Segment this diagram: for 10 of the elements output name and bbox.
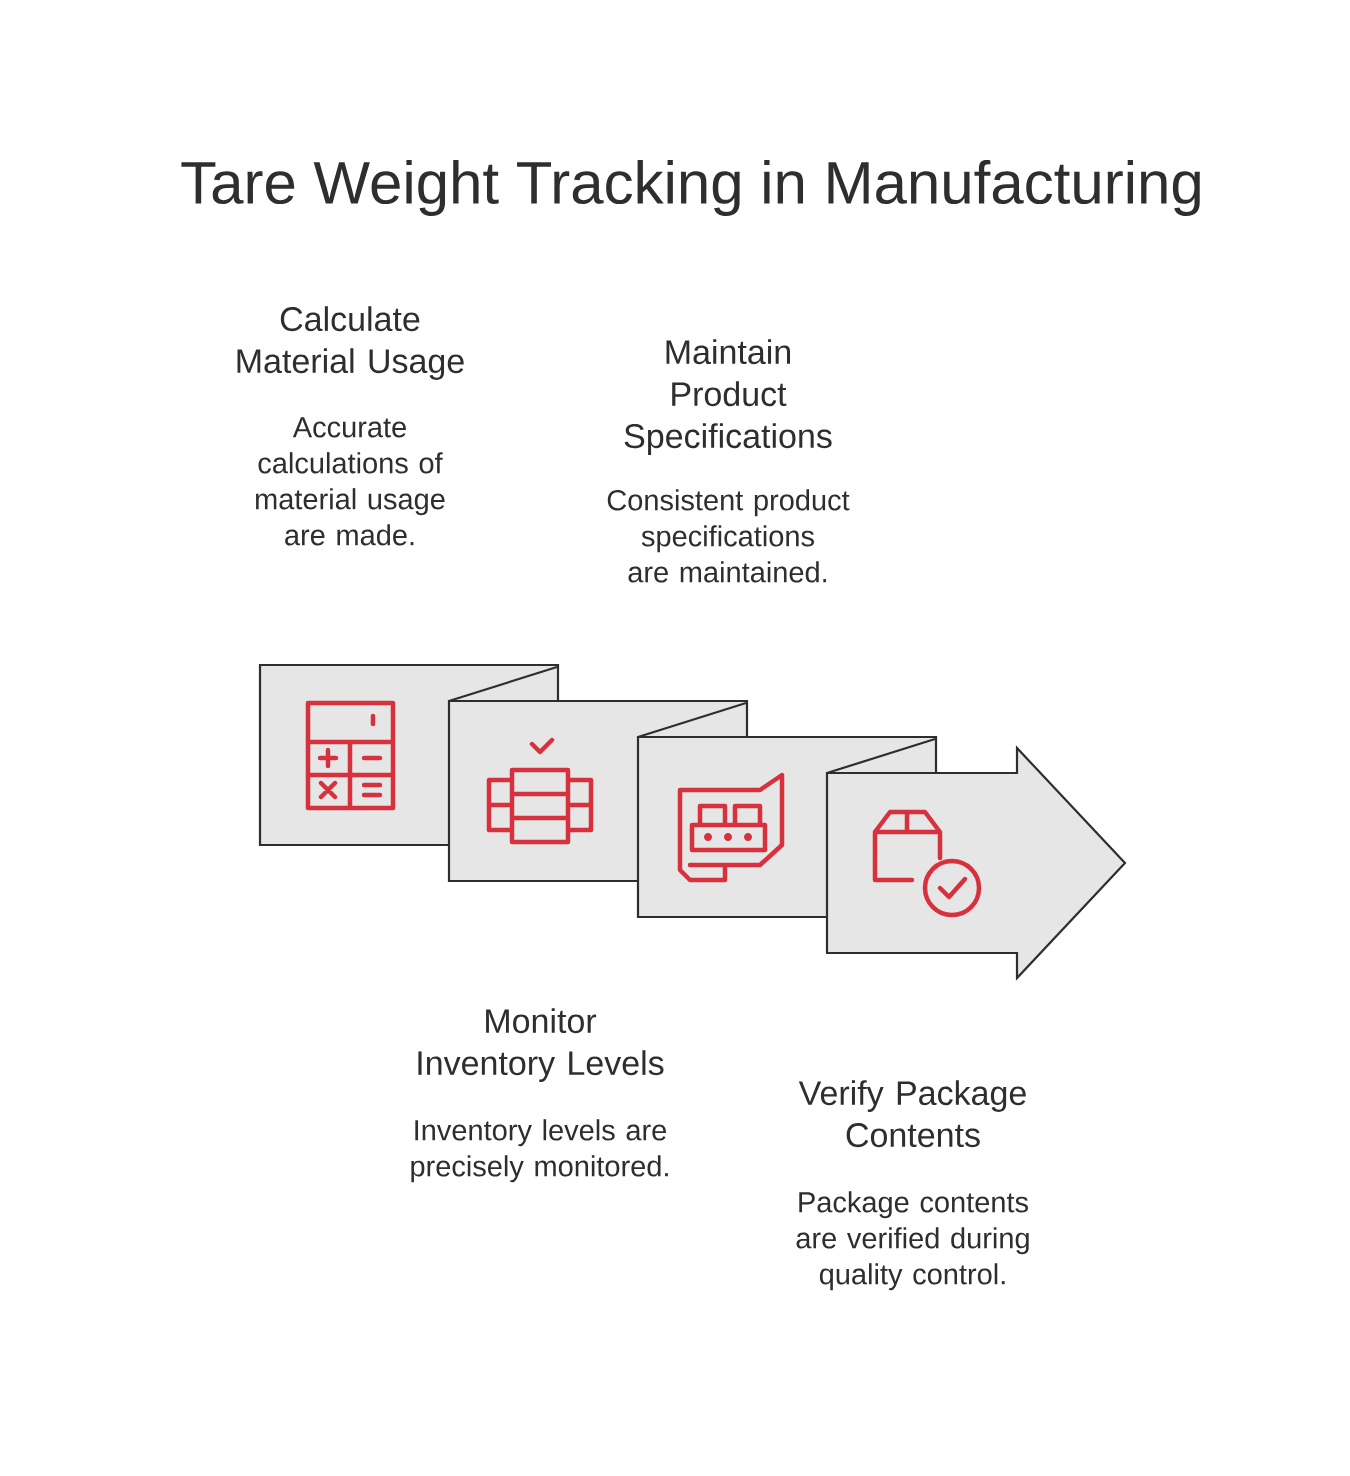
step-description: Accurate calculations of material usage are made. bbox=[256, 417, 445, 546]
step-heading: Maintain Product Specifications bbox=[624, 339, 832, 455]
step-description: Consistent product specifications are maintained. bbox=[607, 489, 850, 583]
step-heading: Verify Package Contents bbox=[798, 1080, 1026, 1148]
step-description: Package contents are verified during quality control. bbox=[796, 1191, 1029, 1291]
step-heading: Monitor Inventory Levels bbox=[418, 1008, 664, 1082]
step-description: Inventory levels are precisely monitored. bbox=[411, 1119, 668, 1183]
title: Tare Weight Tracking in Manufacturing bbox=[181, 160, 1200, 216]
step-heading: Calculate Material Usage bbox=[237, 306, 464, 380]
fold-panel bbox=[825, 737, 1127, 981]
